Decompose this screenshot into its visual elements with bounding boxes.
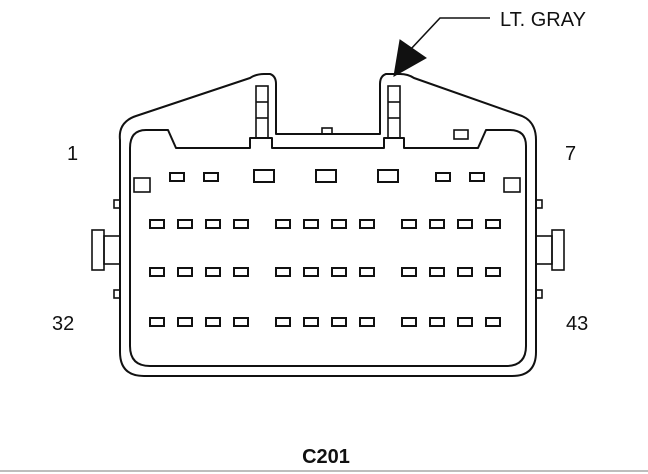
cavity-row1-8 <box>359 219 375 229</box>
cavity-row3-7 <box>331 317 347 327</box>
left-inner-step <box>133 177 151 193</box>
cavity-row2-5 <box>275 267 291 277</box>
cavity-row3-6 <box>303 317 319 327</box>
cavity-row1-10 <box>429 219 445 229</box>
cavity-top-4 <box>315 169 337 183</box>
cavity-row2-10 <box>429 267 445 277</box>
cavity-row2-8 <box>359 267 375 277</box>
cavity-row2-2 <box>177 267 193 277</box>
cavity-row1-9 <box>401 219 417 229</box>
bottom-divider <box>0 470 648 472</box>
cavity-row1-2 <box>177 219 193 229</box>
cavity-row1-7 <box>331 219 347 229</box>
cavity-row2-1 <box>149 267 165 277</box>
cavity-row2-9 <box>401 267 417 277</box>
center-key-nub <box>321 127 333 135</box>
cavity-row2-3 <box>205 267 221 277</box>
cavity-row1-6 <box>303 219 319 229</box>
cavity-top-6 <box>435 172 451 182</box>
pin-label-32: 32 <box>52 313 74 335</box>
arrow-head-icon <box>393 39 427 77</box>
cavity-row1-3 <box>205 219 221 229</box>
cavity-row3-11 <box>457 317 473 327</box>
cavity-row2-11 <box>457 267 473 277</box>
pin-label-43: 43 <box>566 313 588 335</box>
color-callout-label: LT. GRAY <box>500 9 586 31</box>
cavity-row1-11 <box>457 219 473 229</box>
cavity-row2-7 <box>331 267 347 277</box>
cavity-row3-1 <box>149 317 165 327</box>
pin-label-1: 1 <box>67 143 78 165</box>
cavity-top-2 <box>203 172 219 182</box>
latch-post-right <box>387 85 401 139</box>
cavity-row3-8 <box>359 317 375 327</box>
cavity-row3-10 <box>429 317 445 327</box>
cavity-row3-12 <box>485 317 501 327</box>
cavity-row2-6 <box>303 267 319 277</box>
cavity-top-7 <box>469 172 485 182</box>
cavity-row3-5 <box>275 317 291 327</box>
cavity-row1-1 <box>149 219 165 229</box>
cavity-row2-4 <box>233 267 249 277</box>
cavity-top-5 <box>377 169 399 183</box>
pin-label-7: 7 <box>565 143 576 165</box>
left-side-lock <box>91 199 121 299</box>
color-callout-arrow <box>393 17 490 77</box>
cavity-row1-12 <box>485 219 501 229</box>
cavity-top-1 <box>169 172 185 182</box>
right-side-lock <box>535 199 565 299</box>
cavity-row3-2 <box>177 317 193 327</box>
right-key-nub <box>453 129 469 140</box>
cavity-row2-12 <box>485 267 501 277</box>
housing-inner-outline <box>129 129 527 367</box>
cavity-top-3 <box>253 169 275 183</box>
cavity-grid <box>149 169 501 327</box>
cavity-row1-4 <box>233 219 249 229</box>
cavity-row3-9 <box>401 317 417 327</box>
cavity-row3-4 <box>233 317 249 327</box>
connector-name: C201 <box>302 446 350 468</box>
housing-outer-outline <box>118 73 537 377</box>
cavity-row1-5 <box>275 219 291 229</box>
latch-post-left <box>255 85 269 139</box>
right-inner-step <box>503 177 521 193</box>
cavity-row3-3 <box>205 317 221 327</box>
